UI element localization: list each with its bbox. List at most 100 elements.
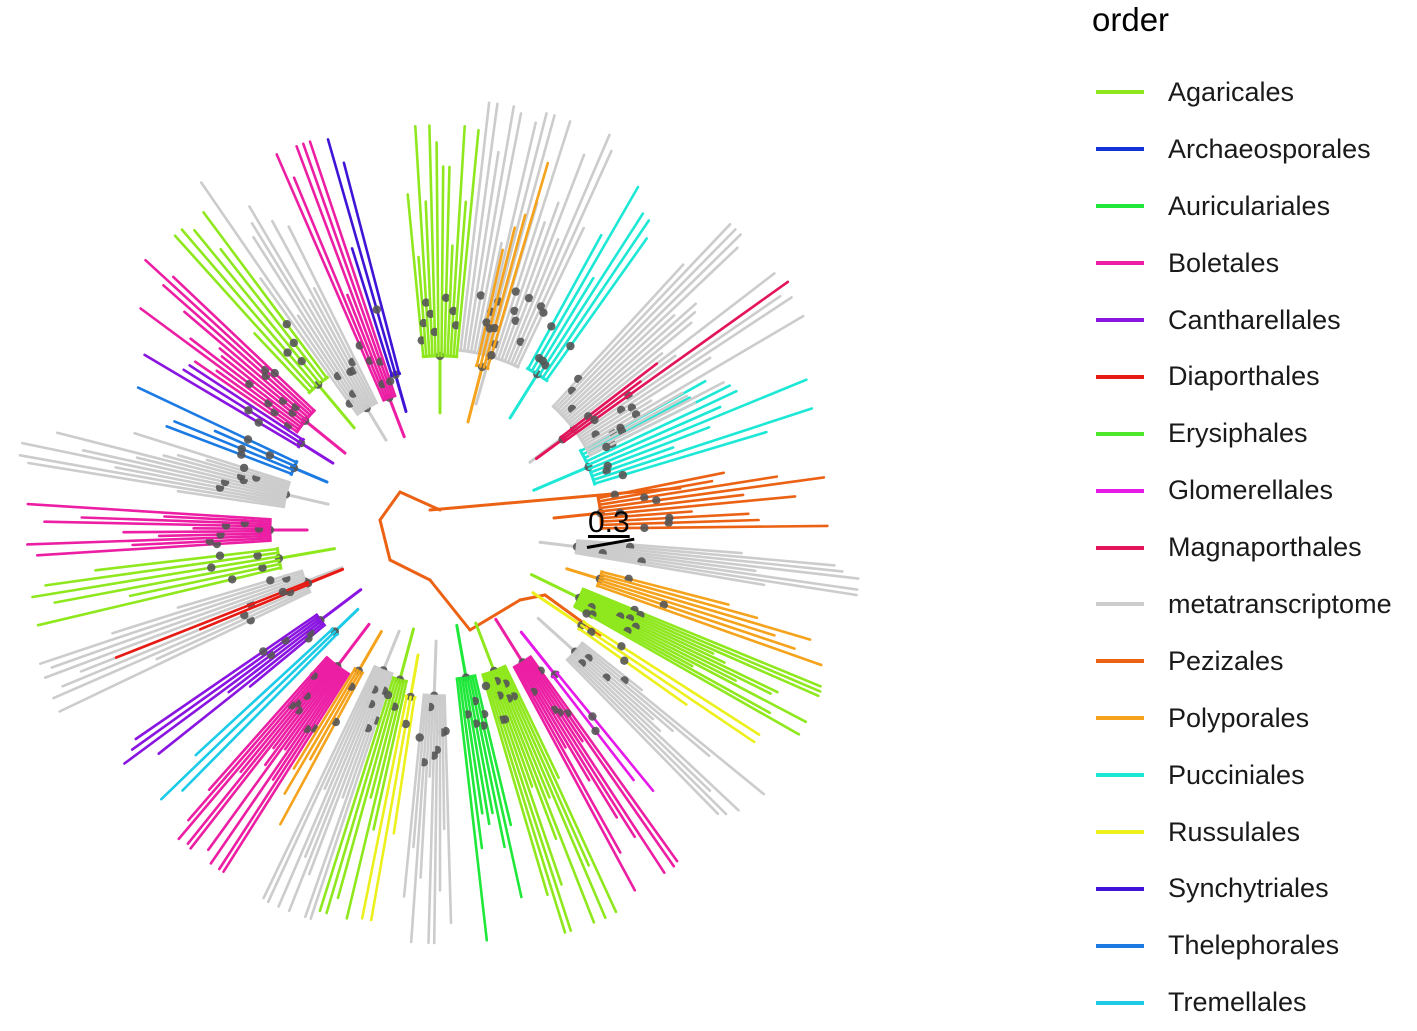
tree-node-marker xyxy=(665,519,673,527)
tree-branch xyxy=(442,696,443,733)
tree-leaf-branch xyxy=(669,520,759,523)
legend-key-swatch xyxy=(1096,830,1144,834)
tree-node-marker xyxy=(384,691,392,699)
legend-label: Auriculariales xyxy=(1168,191,1330,222)
tree-node-marker xyxy=(547,322,555,330)
legend-item: Cantharellales xyxy=(1090,292,1392,349)
tree-node-marker xyxy=(436,352,444,360)
legend-label: Russulales xyxy=(1168,817,1300,848)
tree-node-marker xyxy=(271,369,279,377)
tree-node-marker xyxy=(266,576,274,584)
tree-leaf-branch xyxy=(669,514,748,518)
clade-stem xyxy=(320,590,360,621)
legend-label: Magnaporthales xyxy=(1168,532,1362,563)
backbone-branch xyxy=(380,492,400,520)
clade-stem xyxy=(400,629,414,680)
legend-label: Tremellales xyxy=(1168,987,1307,1018)
clade-stem xyxy=(540,542,577,547)
tree-node-marker xyxy=(482,682,490,690)
clade-stem xyxy=(301,443,333,463)
legend-label: Glomerellales xyxy=(1168,475,1333,506)
legend-item: Diaporthales xyxy=(1090,348,1392,405)
legend-item: Tremellales xyxy=(1090,974,1392,1031)
tree-node-marker xyxy=(228,575,236,583)
phylogenetic-tree xyxy=(0,0,1060,1009)
tree-node-marker xyxy=(207,563,215,571)
tree-leaf-branch xyxy=(28,504,218,516)
legend-item: Auriculariales xyxy=(1090,178,1392,235)
tree-node-marker xyxy=(373,305,381,313)
clade-stem xyxy=(335,609,358,631)
tree-leaf-branch xyxy=(615,473,724,495)
scale-bar-line xyxy=(587,538,635,549)
backbone-branch xyxy=(380,520,390,560)
legend-key-swatch xyxy=(1096,261,1144,265)
tree-branch xyxy=(454,325,456,356)
legend-key-swatch xyxy=(1096,546,1144,550)
tree-node-marker xyxy=(590,416,598,424)
clade-stem xyxy=(411,655,418,697)
tree-leaf-branch xyxy=(45,601,250,678)
legend-key-swatch xyxy=(1096,716,1144,720)
legend-item: Glomerellales xyxy=(1090,462,1392,519)
legend-label: Pezizales xyxy=(1168,646,1284,677)
tree-leaf-branch xyxy=(546,214,643,366)
legend-item: Agaricales xyxy=(1090,64,1392,121)
clade-stem xyxy=(396,375,407,412)
tree-node-marker xyxy=(216,552,224,560)
scale-bar: 0.3 xyxy=(584,508,644,558)
tree-leaf-branch xyxy=(159,535,220,536)
clade-stem xyxy=(510,374,537,418)
legend-label: Cantharellales xyxy=(1168,305,1341,336)
clade-stem xyxy=(367,408,386,440)
tree-leaf-branch xyxy=(138,388,248,440)
tree-leaf-branch xyxy=(175,421,242,449)
tree-node-marker xyxy=(244,435,252,443)
tree-leaf-branch xyxy=(52,597,253,668)
tree-node-marker xyxy=(259,647,267,655)
clade-stem xyxy=(279,549,335,559)
tree-leaf-branch xyxy=(594,296,780,424)
tree-node-marker xyxy=(283,348,291,356)
tree-node-marker xyxy=(238,445,246,453)
tree-leaf-branch xyxy=(446,731,451,923)
tree-node-marker xyxy=(279,588,287,596)
legend-item: Erysiphales xyxy=(1090,405,1392,462)
tree-leaf-branch xyxy=(60,620,251,711)
legend-label: Erysiphales xyxy=(1168,418,1308,449)
clade-stem xyxy=(532,575,580,598)
legend-item: Magnaporthales xyxy=(1090,519,1392,576)
tree-branch xyxy=(448,333,449,356)
tree-leaf-branch xyxy=(607,448,673,472)
legend-item: metatranscriptome xyxy=(1090,576,1392,633)
legend-item: Synchytriales xyxy=(1090,860,1392,917)
legend-label: Diaporthales xyxy=(1168,361,1320,392)
clade-stem xyxy=(389,398,404,437)
legend-key-swatch xyxy=(1096,90,1144,94)
clade-stem xyxy=(534,467,589,490)
legend-key-swatch xyxy=(1096,659,1144,663)
backbone-branch xyxy=(400,492,440,510)
legend-item: Thelephorales xyxy=(1090,917,1392,974)
tree-branch xyxy=(442,289,443,356)
legend-key-swatch xyxy=(1096,432,1144,436)
tree-node-marker xyxy=(487,351,495,359)
tree-node-marker xyxy=(619,471,627,479)
tree-leaf-branch xyxy=(443,733,444,829)
tree-node-marker xyxy=(416,733,424,741)
tree-leaf-branch xyxy=(446,167,449,298)
tree-leaf-branch xyxy=(437,142,439,332)
tree-leaf-branch xyxy=(442,167,443,290)
legend-item: Russulales xyxy=(1090,804,1392,861)
tree-branch xyxy=(445,298,447,356)
tree-node-marker xyxy=(386,377,394,385)
clade-stem xyxy=(308,569,343,583)
legend-label: Pucciniales xyxy=(1168,760,1305,791)
tree-leaf-branch xyxy=(516,122,570,292)
clade-stem xyxy=(496,619,523,662)
backbone-branch xyxy=(390,560,430,580)
scale-bar-label: 0.3 xyxy=(588,508,630,538)
legend-item: Pezizales xyxy=(1090,633,1392,690)
tree-branch xyxy=(404,696,407,712)
legend-item: Polyporales xyxy=(1090,690,1392,747)
